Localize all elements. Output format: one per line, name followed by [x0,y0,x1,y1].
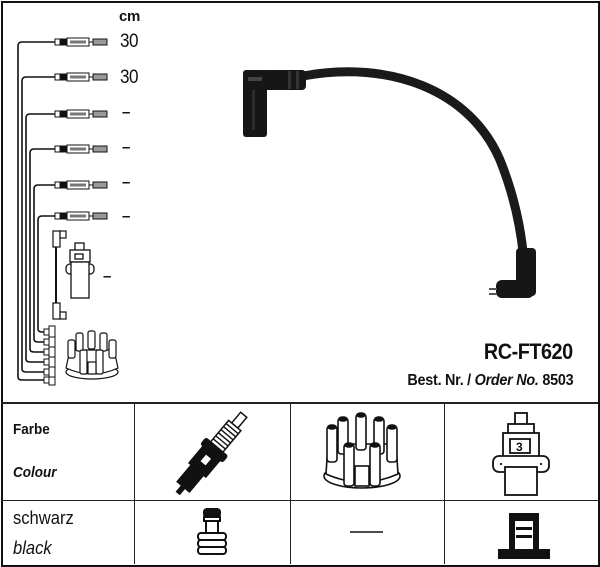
small-ignition-coil-icon [65,242,95,299]
small-distributor-cap-icon [65,330,119,380]
svg-text:3: 3 [516,440,523,454]
wire-line [21,76,55,373]
wire-line [17,41,55,381]
spark-plug-connector-icon [54,72,108,82]
order-number-line: Best. Nr. / Order No. 8503 [407,372,573,390]
spark-plug-connector-icon [54,37,108,47]
wire-set-diagram [17,37,119,386]
table-mid-rule [1,500,598,501]
wire-length-6: – [122,208,131,225]
spark-plug-connector-icon [54,109,108,119]
colour-value-de: schwarz [13,508,74,528]
spark-plug-boot-end [243,70,306,137]
order-prefix-en: Order No. [474,372,539,389]
spark-plug-connector-icon [54,180,108,190]
spark-plug-connector-icon [54,211,108,221]
order-number: 8503 [542,372,573,389]
table-col-divider-3 [444,403,445,564]
ignition-coil-icon: 3 [492,412,550,496]
ignition-cable-photo [243,67,536,298]
wire-length-3: – [122,104,131,121]
spark-plug-boot-icon [197,508,227,555]
colour-header-en: Colour [13,464,57,481]
order-prefix-de: Best. Nr. / [407,372,471,389]
wire-line [37,215,55,333]
wire-length-2: 30 [120,67,139,88]
distributor-cap-icon [323,412,401,489]
spark-plug-connector-icon [54,144,108,154]
table-col-divider-2 [290,403,291,564]
coil-boot-end [489,248,536,298]
spark-plug-icon [175,411,248,496]
wire-length-5: – [122,174,131,191]
product-model: RC-FT620 [484,339,573,364]
wire-line [25,113,55,363]
colour-value-en: black [13,538,52,558]
wire-line [33,184,55,343]
unit-label: cm [119,8,141,25]
table-col-divider-1 [134,403,135,564]
coil-boot-icon [498,513,550,559]
distributor-connector-icon [43,325,56,338]
wire-length-1: 30 [120,31,139,52]
wire-length-4: – [122,139,131,156]
colour-header-de: Farbe [13,421,50,438]
table-top-rule [1,402,598,404]
distributor-cap-none-dash [350,531,383,533]
coil-lead-icon [52,230,67,320]
wire-line [29,148,55,353]
coil-wire-length: – [103,268,112,285]
